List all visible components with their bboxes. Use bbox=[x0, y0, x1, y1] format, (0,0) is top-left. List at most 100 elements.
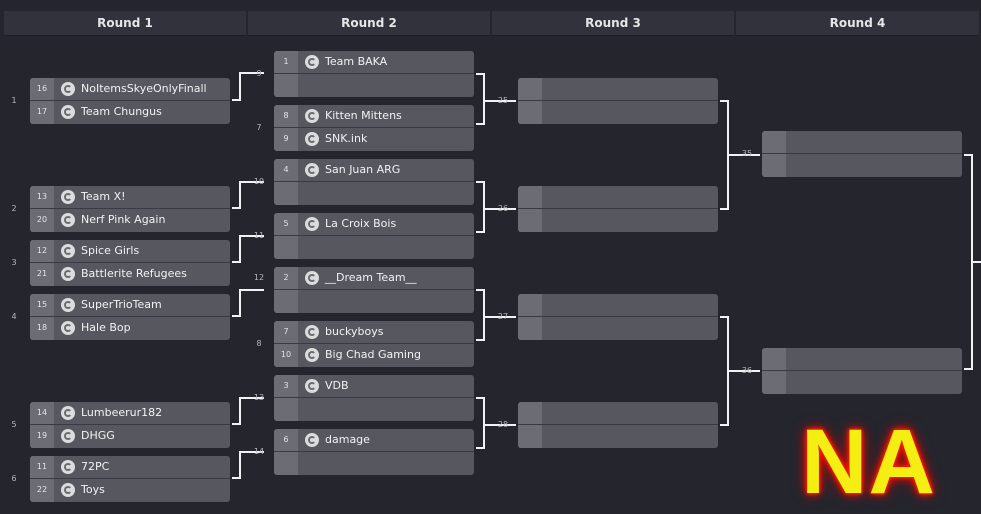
match-card[interactable] bbox=[518, 294, 718, 340]
round-header-2: Round 2 bbox=[248, 11, 490, 36]
team-seed: 9 bbox=[274, 128, 298, 151]
connector-r2-r3 bbox=[476, 181, 516, 233]
match-card[interactable] bbox=[518, 78, 718, 124]
team-slot[interactable] bbox=[274, 181, 474, 205]
match-card[interactable] bbox=[762, 131, 962, 177]
team-seed: 21 bbox=[30, 263, 54, 286]
team-slot[interactable] bbox=[762, 131, 962, 153]
team-slot[interactable] bbox=[762, 370, 962, 394]
match-number: 4 bbox=[11, 312, 17, 321]
team-name: VDB bbox=[325, 379, 349, 392]
team-slot[interactable]: 2__Dream Team__ bbox=[274, 267, 474, 289]
team-slot[interactable] bbox=[274, 289, 474, 313]
match-card[interactable] bbox=[518, 402, 718, 448]
team-name: Team Chungus bbox=[81, 105, 162, 118]
team-slot[interactable] bbox=[274, 73, 474, 97]
team-logo-icon bbox=[61, 406, 75, 420]
team-name: Spice Girls bbox=[81, 244, 140, 257]
team-logo-icon bbox=[305, 163, 319, 177]
match-number: 35 bbox=[741, 149, 753, 158]
team-seed: 14 bbox=[30, 402, 54, 424]
match-number: 28 bbox=[497, 420, 509, 429]
team-seed bbox=[518, 317, 542, 340]
team-name: Hale Bop bbox=[81, 321, 131, 334]
match-number: 3 bbox=[11, 258, 17, 267]
team-slot[interactable] bbox=[274, 397, 474, 421]
team-slot[interactable] bbox=[518, 316, 718, 340]
team-logo-icon bbox=[61, 483, 75, 497]
team-slot[interactable] bbox=[518, 78, 718, 100]
team-slot[interactable] bbox=[518, 100, 718, 124]
team-logo-icon bbox=[305, 433, 319, 447]
match-number: 7 bbox=[256, 123, 262, 132]
team-logo-icon bbox=[305, 379, 319, 393]
team-slot[interactable] bbox=[274, 451, 474, 475]
team-seed bbox=[518, 209, 542, 232]
match-number: 14 bbox=[253, 447, 265, 456]
team-slot[interactable] bbox=[518, 402, 718, 424]
match-card[interactable] bbox=[518, 186, 718, 232]
team-name: NoItemsSkyeOnlyFinall bbox=[81, 82, 207, 95]
match-card[interactable]: 2__Dream Team__ bbox=[274, 267, 474, 313]
connector-r1-r2 bbox=[232, 72, 264, 101]
team-seed bbox=[762, 131, 786, 153]
team-slot[interactable] bbox=[518, 294, 718, 316]
team-seed bbox=[518, 425, 542, 448]
team-logo-icon bbox=[305, 55, 319, 69]
connector-r1-r2 bbox=[232, 235, 264, 263]
team-slot[interactable] bbox=[518, 208, 718, 232]
team-slot[interactable] bbox=[518, 186, 718, 208]
match-number: 8 bbox=[256, 339, 262, 348]
team-name: Team X! bbox=[81, 190, 126, 203]
team-logo-icon bbox=[61, 244, 75, 258]
team-seed bbox=[274, 236, 298, 259]
team-logo-icon bbox=[305, 132, 319, 146]
round-header-3: Round 3 bbox=[492, 11, 734, 36]
team-slot[interactable]: 21 Battlerite Refugees bbox=[30, 262, 230, 286]
team-slot[interactable] bbox=[762, 153, 962, 177]
team-seed: 4 bbox=[274, 159, 298, 181]
team-name: Battlerite Refugees bbox=[81, 267, 187, 280]
team-slot[interactable] bbox=[274, 235, 474, 259]
connector-r1-r2 bbox=[232, 397, 264, 425]
team-slot[interactable] bbox=[762, 348, 962, 370]
match-card[interactable] bbox=[762, 348, 962, 394]
team-seed: 1 bbox=[274, 51, 298, 73]
team-seed bbox=[762, 154, 786, 177]
team-slot[interactable] bbox=[518, 424, 718, 448]
team-logo-icon bbox=[305, 217, 319, 231]
